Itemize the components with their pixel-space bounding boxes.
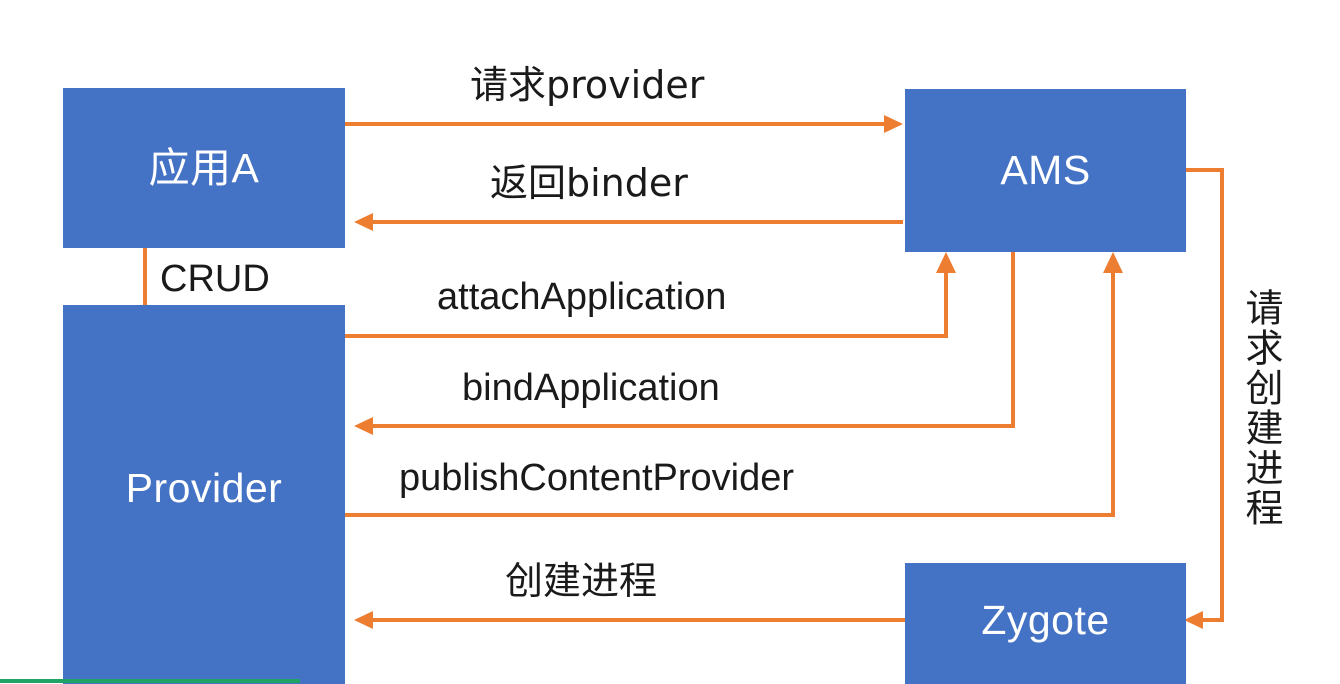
node-app-label: 应用A [148, 144, 260, 191]
bottom-accent-rule [0, 679, 300, 683]
edge-label-return-binder: 返回binder [490, 161, 688, 205]
edge-label-create-process: 创建进程 [505, 559, 658, 603]
edge-label-publish-content-provider: publishContentProvider [399, 457, 795, 499]
edge-label-attach-application: attachApplication [437, 276, 727, 318]
edge-label-request-create-process: 请求创建进程 [1239, 288, 1284, 528]
edge-create-process [354, 611, 905, 629]
edge-label-crud: CRUD [160, 258, 270, 300]
node-ams-label: AMS [1000, 147, 1091, 193]
node-app[interactable]: 应用A [63, 88, 345, 248]
node-provider-label: Provider [125, 465, 283, 511]
edge-label-request-provider: 请求provider [470, 63, 705, 107]
node-zygote-label: Zygote [981, 597, 1110, 643]
edge-label-bind-application: bindApplication [462, 367, 720, 409]
node-ams[interactable]: AMS [905, 89, 1186, 252]
edge-return-binder [354, 213, 903, 231]
node-zygote[interactable]: Zygote [905, 563, 1186, 684]
edge-request-provider [345, 115, 903, 133]
node-provider[interactable]: Provider [63, 305, 345, 684]
edge-request-create-process [1184, 168, 1224, 629]
